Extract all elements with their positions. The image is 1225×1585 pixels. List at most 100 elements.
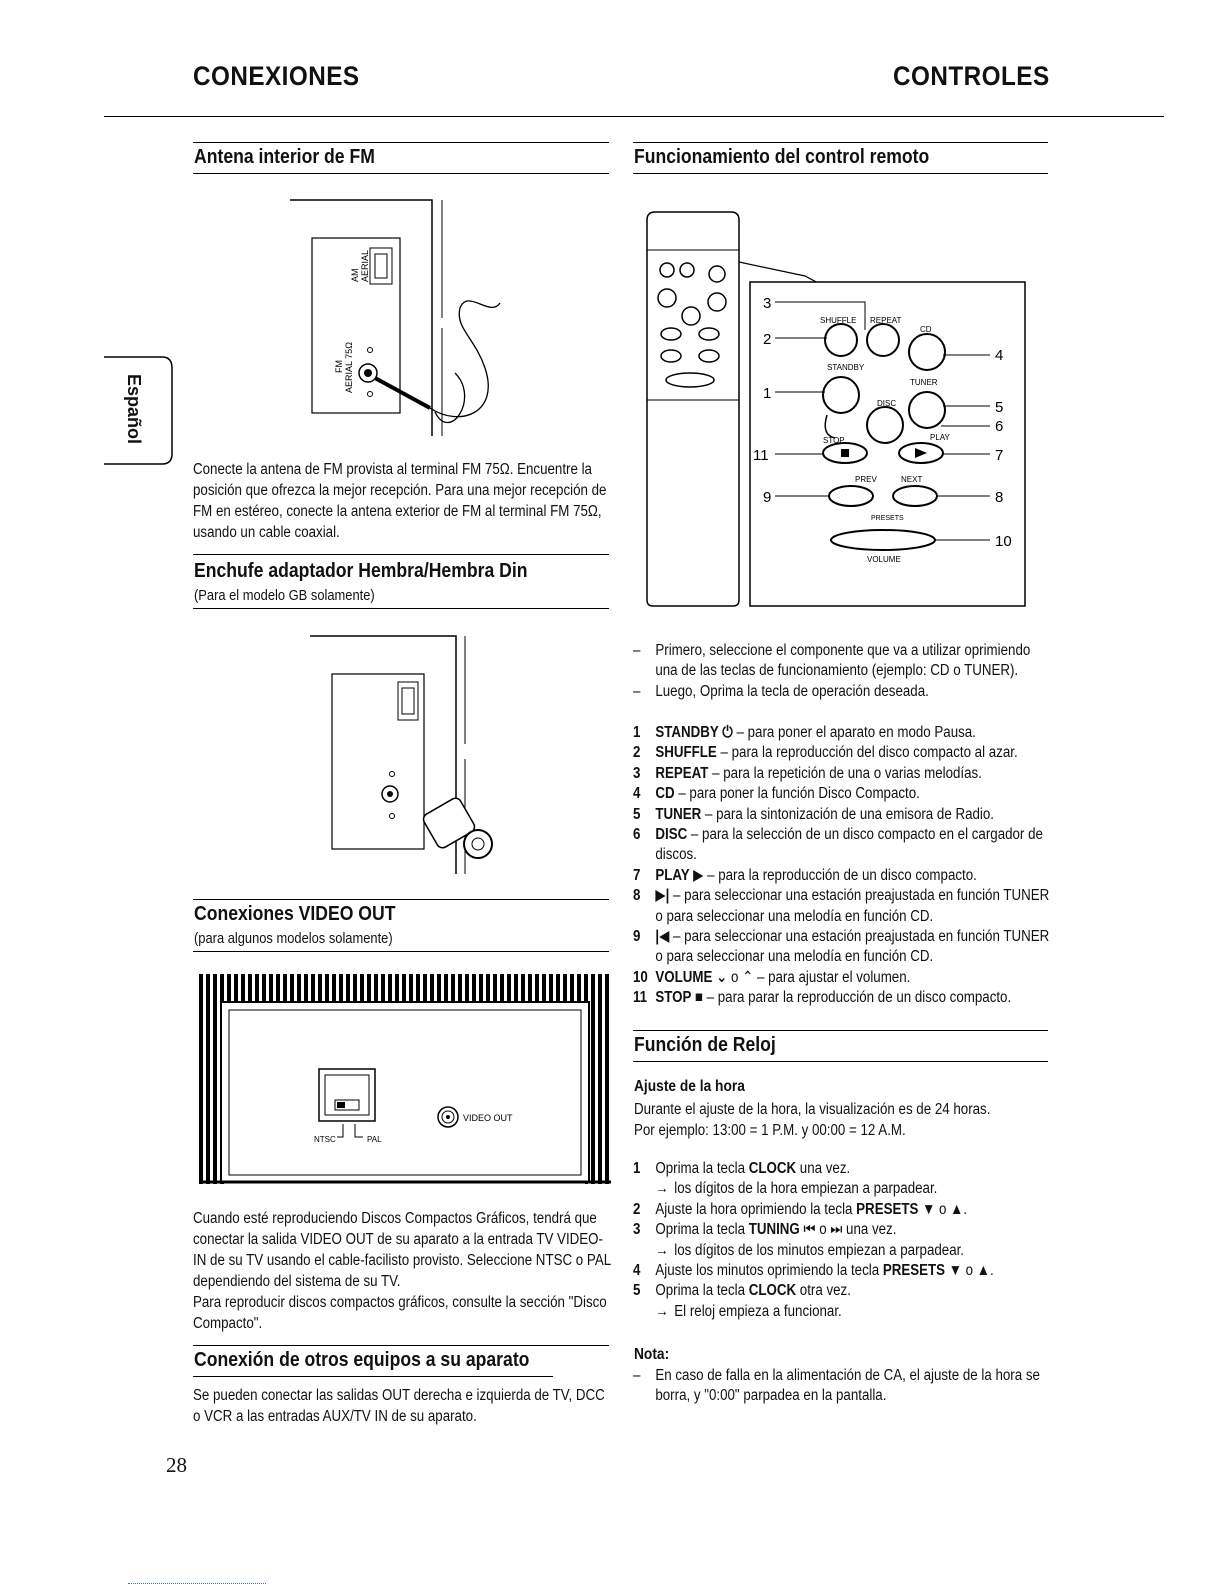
item-key: STANDBY ⏻ [655, 724, 733, 741]
callout-8: 8 [995, 489, 1003, 506]
language-tab: Español [104, 356, 174, 466]
item-key: VOLUME ⌄ [655, 968, 728, 986]
item-text: – para seleccionar una estación preajust… [655, 928, 1050, 966]
other-top-rule [193, 1345, 609, 1346]
item-key: PLAY ▶ [655, 866, 704, 884]
callout-2: 2 [763, 331, 771, 348]
item-key: |◀ [655, 928, 670, 946]
step-text: Oprima la tecla [655, 1282, 749, 1300]
callout-7: 7 [995, 447, 1003, 464]
step-text-post: o ▲. [961, 1262, 994, 1280]
language-tab-label: Español [124, 374, 144, 445]
clock-top-rule [633, 1030, 1048, 1031]
item-key: CD [655, 785, 675, 803]
item-number: 3 [633, 764, 641, 782]
step-key: PRESETS ▼ [856, 1200, 936, 1218]
clock-title: Función de Reloj [634, 1034, 776, 1056]
arrow-icon: → [655, 1180, 669, 1198]
fm-antenna-title: Antena interior de FM [194, 146, 375, 168]
item-key: REPEAT [655, 764, 709, 782]
remote-intro-item: –Primero, seleccione el componente que v… [633, 642, 1031, 680]
item-text: – para parar la reproducción de un disco… [702, 989, 1012, 1007]
video-out-body: Cuando esté reproduciendo Discos Compact… [193, 1210, 611, 1290]
clock-subtitle: Ajuste de la hora [634, 1078, 745, 1095]
list-item: 9|◀ – para seleccionar una estación prea… [633, 927, 1050, 968]
item-key: ▶| [655, 887, 670, 905]
step-text-post: una vez. [796, 1160, 851, 1177]
step-key: CLOCK [748, 1160, 797, 1177]
other-title-rule [193, 1376, 553, 1377]
list-item: →El reloj empieza a funcionar. [633, 1302, 1050, 1322]
presets-label: PRESETS [871, 515, 904, 522]
play-label: PLAY [930, 433, 951, 442]
note-title: Nota: [634, 1346, 670, 1363]
step-key: CLOCK [748, 1282, 797, 1300]
remote-intro-2: Luego, Oprima la tecla de operación dese… [655, 682, 929, 700]
step-text-post: o ▲. [935, 1200, 968, 1218]
step-text: los dígitos de la hora empiezan a parpad… [674, 1180, 938, 1198]
item-number: 6 [633, 826, 641, 844]
next-label: NEXT [901, 475, 922, 484]
item-number: 8 [633, 887, 641, 905]
remote-control-diagram: SHUFFLE REPEAT CD STANDBY TUNER DISC STO… [646, 211, 1026, 607]
note-text: En caso de falla en la alimentación de C… [655, 1367, 1040, 1405]
item-text: – para seleccionar una estación preajust… [655, 887, 1050, 925]
din-adapter-subtitle: (Para el modelo GB solamente) [194, 587, 375, 604]
item-key: SHUFFLE [655, 744, 717, 762]
callout-10: 10 [995, 533, 1012, 550]
video-out-body2: Para reproducir discos compactos gráfico… [193, 1294, 607, 1332]
din-adapter-title: Enchufe adaptador Hembra/Hembra Din [194, 560, 528, 582]
list-item: 2 Ajuste la hora oprimiendo la tecla PRES… [633, 1200, 1050, 1220]
step-number: 1 [633, 1160, 641, 1177]
remote-title-rule [633, 173, 1048, 174]
item-text: – para la repetición de una o varias mel… [708, 764, 982, 782]
step-text: Oprima la tecla [655, 1221, 749, 1239]
din-bottom-rule [193, 608, 609, 609]
ntsc-label: NTSC [314, 1135, 336, 1144]
remote-title: Funcionamiento del control remoto [634, 146, 930, 168]
item-number: 1 [633, 724, 641, 741]
step-text-post: ⏮ o ⏭ una vez. [799, 1221, 897, 1239]
arrow-icon: → [655, 1241, 669, 1259]
header-divider [104, 116, 1164, 117]
list-item: →los dígitos de los minutos empiezan a p… [633, 1241, 1050, 1261]
pal-label: PAL [367, 1135, 382, 1144]
repeat-label: REPEAT [870, 316, 902, 325]
callout-4: 4 [995, 347, 1003, 364]
list-item: 8 ▶| – para seleccionar una estación prea… [633, 886, 1050, 927]
volume-label: VOLUME [867, 555, 901, 564]
item-number: 5 [633, 805, 641, 823]
item-number: 7 [633, 866, 641, 884]
arrow-icon: → [655, 1302, 669, 1320]
remote-intro-1: Primero, seleccione el componente que va… [655, 642, 1031, 680]
step-text: Ajuste la hora oprimiendo la tecla [655, 1200, 857, 1218]
callout-11: 11 [753, 447, 769, 464]
fm-title-rule [193, 173, 609, 174]
shuffle-label: SHUFFLE [820, 316, 856, 325]
item-text: – para poner el aparato en modo Pausa. [732, 724, 976, 741]
item-key: STOP ■ [655, 989, 703, 1007]
am-aerial-label2: AERIAL [360, 250, 370, 282]
am-aerial-label: AM [350, 269, 360, 283]
fm-top-rule [193, 142, 609, 143]
step-number: 3 [633, 1221, 641, 1239]
video-top-rule [193, 899, 609, 900]
video-out-diagram: NTSC PAL VIDEO OUT [199, 974, 611, 1184]
step-number: 2 [633, 1200, 641, 1218]
list-item: 3 REPEAT – para la repetición de una o va… [633, 764, 1050, 784]
callout-5: 5 [995, 399, 1003, 416]
note-item: –En caso de falla en la alimentación de … [633, 1367, 1040, 1405]
item-number: 11 [633, 989, 648, 1007]
cd-label: CD [920, 325, 932, 334]
remote-top-rule [633, 142, 1048, 143]
item-text: – para la sintonización de una emisora d… [701, 805, 994, 823]
